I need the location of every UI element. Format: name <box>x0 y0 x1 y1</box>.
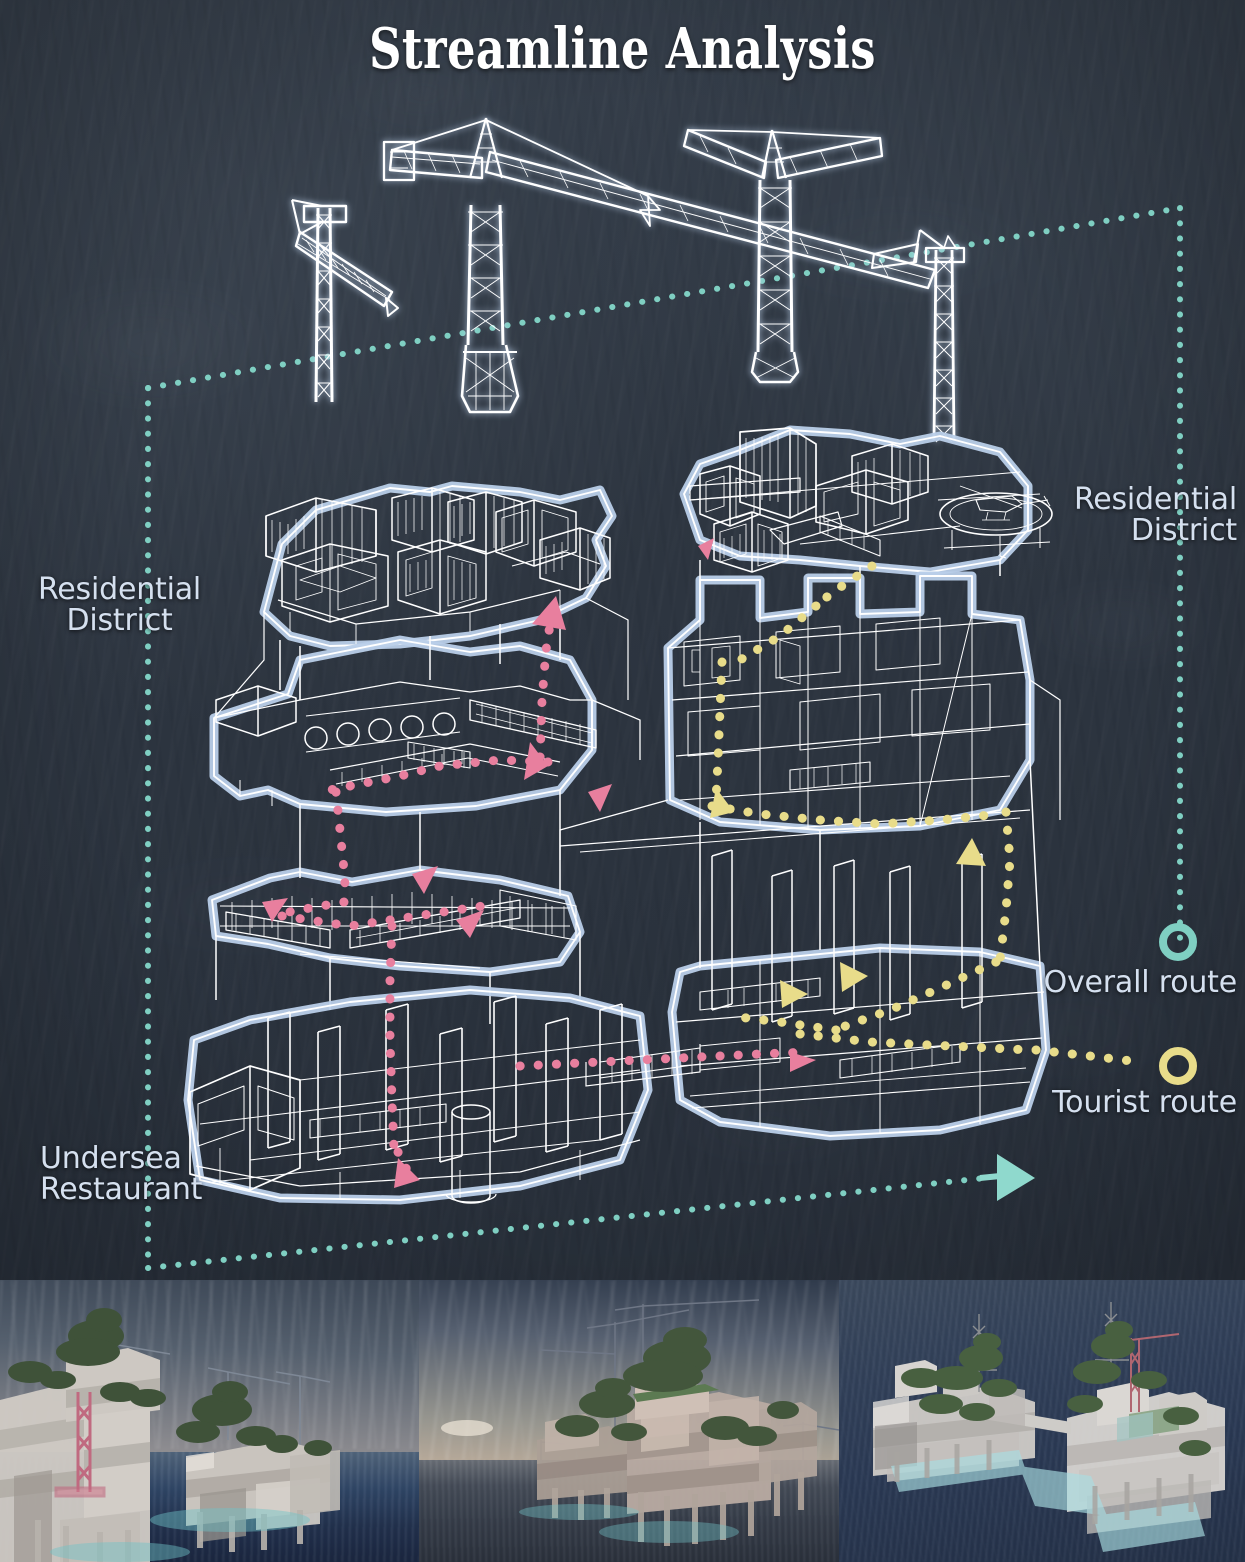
tourist-route <box>707 561 1145 1067</box>
photo1-stilts <box>35 1510 303 1562</box>
legend-label-overall-route: Overall route <box>1043 965 1238 1000</box>
crane-group <box>290 117 966 443</box>
yellow-seg-to-legend-a <box>795 1029 1035 1055</box>
photo3-stilts <box>894 1440 1194 1524</box>
label-line-1: Residential <box>1073 482 1237 517</box>
pink-arrow-6 <box>394 1158 420 1188</box>
render-photo-strip <box>0 1280 1245 1562</box>
pink-arrow-3 <box>412 866 438 894</box>
yellow-seg-from-helipad <box>815 561 877 607</box>
photo1-architecture <box>0 1308 340 1562</box>
tower-crane-right-tall <box>682 128 884 384</box>
render-photo-3 <box>839 1280 1245 1562</box>
yellow-arrow-1 <box>840 962 868 992</box>
render-photo-1 <box>0 1280 419 1562</box>
pink-arrow-5 <box>456 910 484 938</box>
pink-seg-drop-left <box>331 787 351 905</box>
tower-crane-center <box>382 117 937 414</box>
pink-seg-ramp <box>277 899 501 931</box>
pink-seg-promenade <box>273 897 349 919</box>
yellow-seg-core-drop <box>711 657 727 805</box>
photo1-pink-crane <box>54 1392 106 1498</box>
yellow-seg-lower-run <box>725 1011 841 1035</box>
tower-crane-far-right <box>870 229 966 443</box>
label-line-2: District <box>1130 512 1237 548</box>
yellow-seg-to-legend-b <box>1031 1045 1145 1067</box>
photo1-trees <box>8 1308 332 1456</box>
photo2-stilts <box>552 1472 804 1546</box>
tourist-route-arrows <box>710 788 986 1008</box>
pink-arrow-9 <box>698 538 714 560</box>
undersea-halo <box>183 985 653 1205</box>
yellow-seg-ramp-down <box>735 601 821 665</box>
boundary-arrow-stem <box>979 1173 1001 1181</box>
tower-crane-left <box>290 198 399 403</box>
structural-core-right <box>663 571 1035 835</box>
pink-arrow-4 <box>262 898 288 922</box>
yellow-arrow-2 <box>780 980 808 1008</box>
residential-deck-left <box>259 481 617 651</box>
poster-title: Streamline Analysis <box>369 16 876 82</box>
photo2-green-roof <box>633 1384 719 1402</box>
yellow-seg-down-right <box>995 807 1015 965</box>
boundary-edge-bottom <box>145 1175 988 1271</box>
service-deck-halo <box>209 635 597 817</box>
label-undersea-restaurant: Undersea Restaurant <box>40 1141 203 1207</box>
deck-linework <box>263 485 613 647</box>
lower-platform-right <box>667 849 1051 1141</box>
yellow-arrow-3 <box>956 838 986 866</box>
photo3-bridge <box>1025 1414 1071 1434</box>
pink-seg-bridge <box>515 1047 815 1071</box>
yellow-seg-deck <box>707 801 1005 829</box>
site-boundary-dotted <box>145 205 1183 1271</box>
photo3-trees <box>901 1321 1211 1456</box>
render-photo-2 <box>419 1280 839 1562</box>
photo2-trees <box>555 1327 799 1446</box>
photo1-water-glow <box>50 1508 310 1562</box>
overall-route-arrowhead <box>997 1154 1035 1201</box>
promenade-deck-left <box>207 865 585 977</box>
pink-seg-column-drop <box>385 921 399 1155</box>
undersea-restaurant-deck <box>183 985 653 1205</box>
pink-arrow-7 <box>790 1052 816 1072</box>
legend-markers <box>1159 923 1197 1085</box>
pink-seg-deck-run <box>325 755 553 795</box>
label-line-1: Residential <box>38 572 202 607</box>
service-deck-left <box>209 635 597 817</box>
photo2-water-glow <box>519 1504 739 1543</box>
photo2-architecture <box>441 1299 839 1546</box>
pedestrian-route-arrows <box>262 538 816 1188</box>
legend-marker-tourist <box>1159 1047 1197 1085</box>
lower-support-columns <box>711 849 983 1023</box>
photo3-architecture <box>873 1302 1225 1552</box>
label-residential-district-left: Residential District <box>38 572 202 638</box>
label-line-2: Restaurant <box>40 1171 203 1207</box>
pink-arrow-2 <box>524 742 548 780</box>
yellow-arrow-4 <box>710 788 734 818</box>
yellow-seg-lower-ramp <box>835 957 1001 1033</box>
legend-marker-overall <box>1159 923 1197 961</box>
pink-arrow-8 <box>588 784 612 812</box>
pedestrian-route <box>273 607 815 1181</box>
residential-deck-right <box>679 425 1053 577</box>
legend-label-tourist-route: Tourist route <box>1052 1085 1237 1120</box>
pink-arrow-1 <box>532 596 566 630</box>
photo2-cloud <box>441 1420 493 1436</box>
pink-seg-vertical-upper <box>535 607 557 765</box>
label-line-2: District <box>66 602 173 638</box>
label-residential-district-right: Residential District <box>1073 482 1237 548</box>
right-connectors <box>559 560 1061 1087</box>
label-line-1: Undersea <box>40 1141 182 1176</box>
photo1-right-platform <box>186 1440 340 1542</box>
